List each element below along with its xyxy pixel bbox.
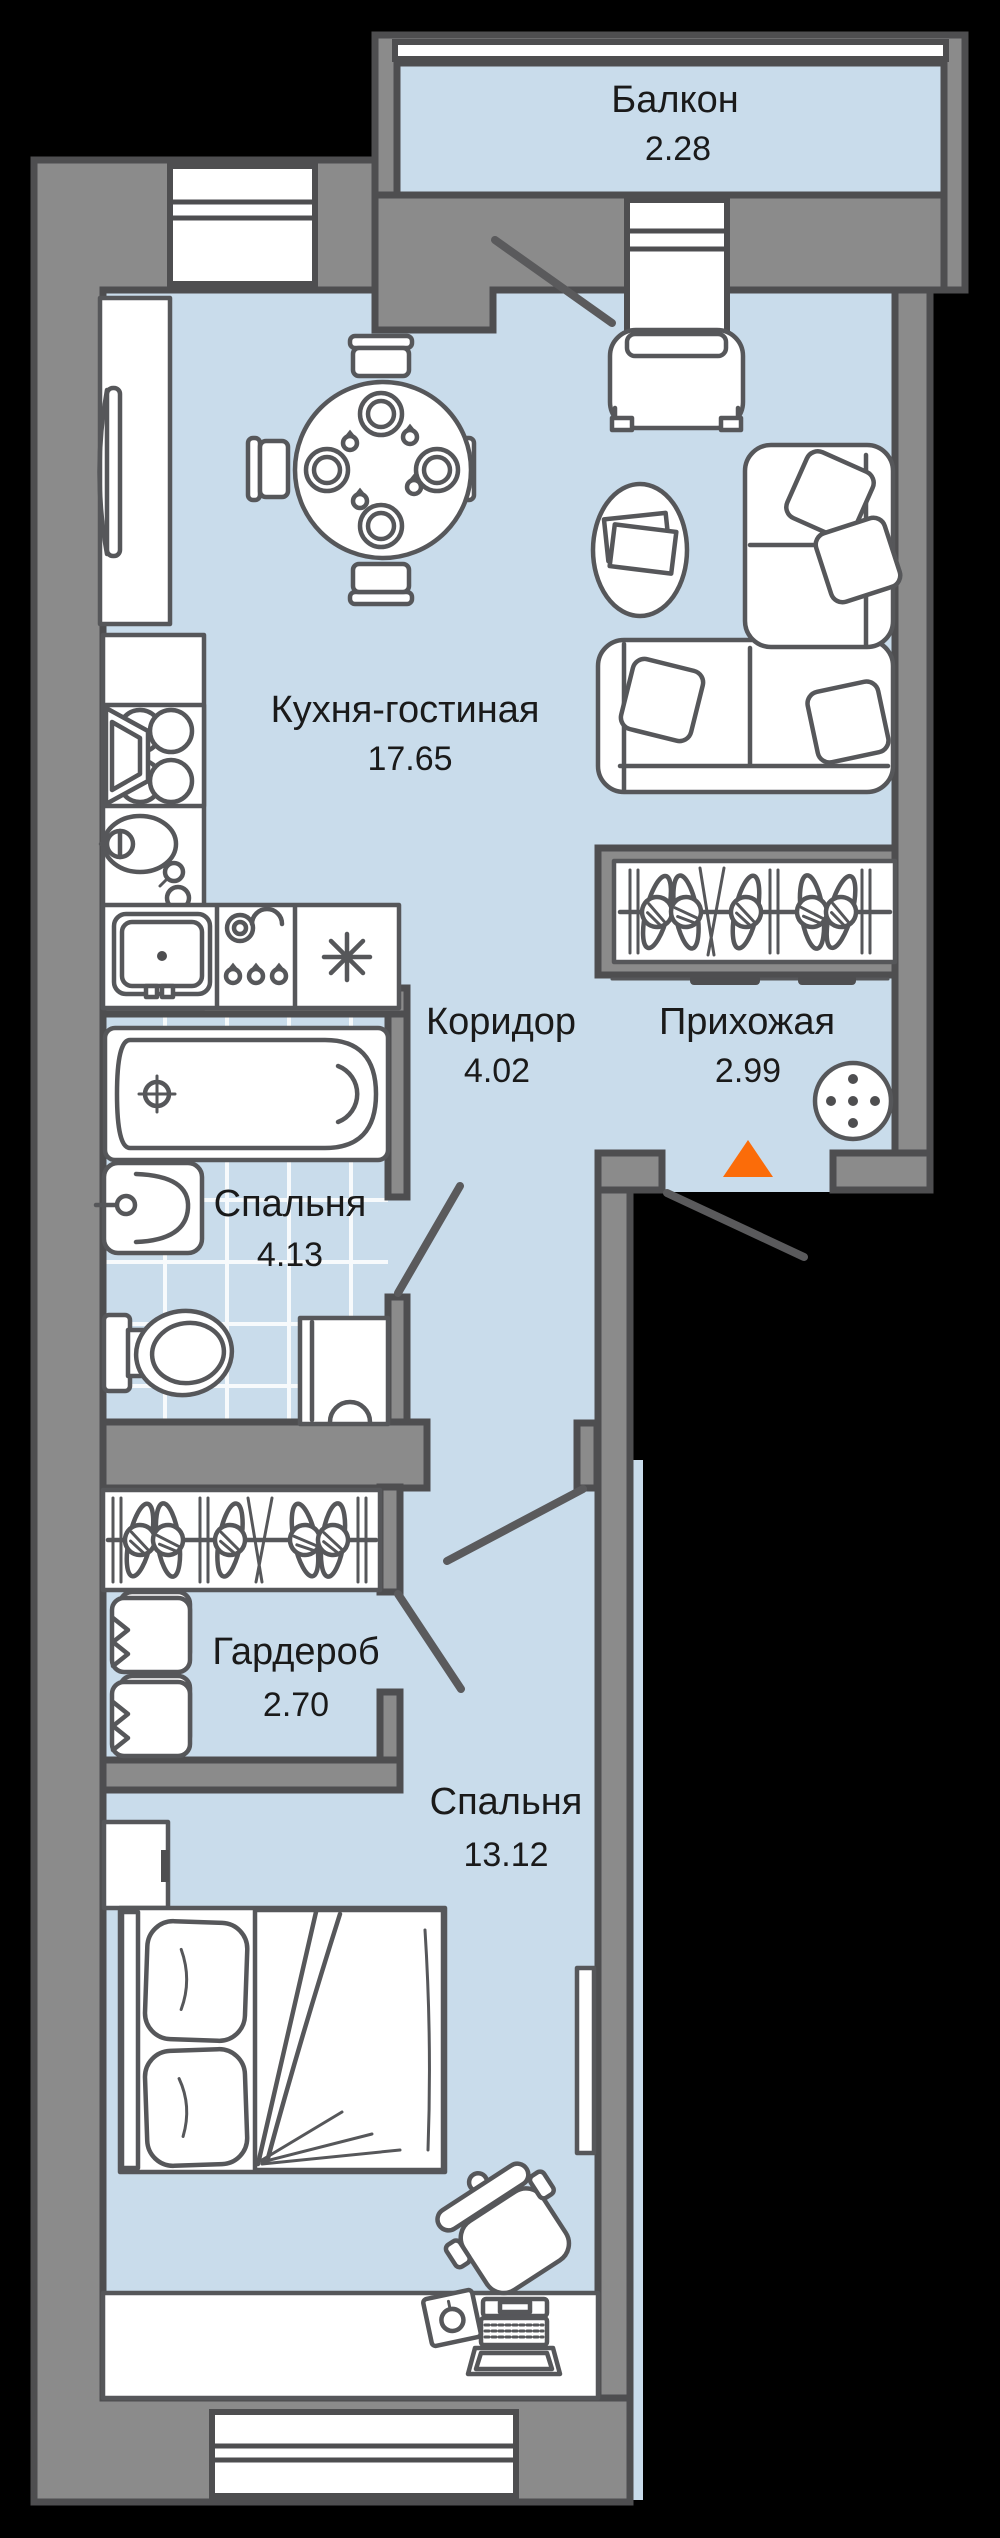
entry-wall-right: [829, 1149, 934, 1194]
openings: [167, 39, 949, 2499]
corner-sofa-icon: [595, 442, 903, 795]
cups-icon: [226, 906, 286, 983]
room-label-kitchen-living: Кухня-гостиная 17.65: [271, 689, 540, 778]
room-label-bedroom: Спальня 13.12: [430, 1781, 583, 1874]
balcony-glazing: [392, 39, 949, 62]
chair-icon: [347, 561, 415, 607]
room-name: Спальня: [214, 1183, 367, 1225]
fridge-icon: [321, 931, 373, 983]
room-label-corridor: Коридор 4.02: [426, 1001, 576, 1090]
room-area: 4.02: [464, 1052, 530, 1090]
dining-table-icon: [292, 379, 474, 561]
pillow-icon: [142, 2046, 250, 2169]
entrance-door-swing: [663, 1189, 808, 1261]
bathroom-door-swing: [394, 1182, 464, 1297]
wardrobe-room-items: [100, 1487, 383, 1759]
room-labels: Балкон 2.28 Кухня-гостиная 17.65 Коридор…: [212, 79, 835, 1874]
pillow-icon: [142, 1918, 250, 2044]
hallway-items: [723, 1060, 894, 1177]
room-label-bathroom: Спальня 4.13: [214, 1183, 367, 1274]
stove-icon: [100, 702, 207, 809]
dining-set: [245, 333, 477, 607]
balcony-door-swing: [491, 236, 616, 327]
bedroom-top-wall: [99, 1756, 404, 1794]
chair-icon: [347, 333, 415, 379]
balcony-door: [624, 197, 730, 342]
wardrobe-wall-b: [376, 1688, 404, 1764]
washing-machine-icon: [297, 1315, 391, 1427]
pillow-icon: [805, 679, 891, 765]
living-furniture: [590, 327, 903, 985]
room-label-balcony: Балкон 2.28: [611, 79, 738, 168]
wardrobe-door-swing: [394, 1590, 465, 1693]
room-label-wardrobe: Гардероб 2.70: [212, 1631, 379, 1724]
room-area: 2.70: [263, 1686, 329, 1724]
right-wall-upper: [891, 286, 934, 1157]
shelf-icon: [109, 1589, 193, 1675]
bedroom-window: [209, 2409, 519, 2499]
nightstand-icon: [101, 1819, 171, 1911]
room-area: 2.28: [645, 130, 711, 168]
room-area: 17.65: [367, 740, 452, 778]
mirror-icon: [574, 1965, 597, 2156]
washbasin-icon: [93, 1160, 205, 1256]
room-name: Гардероб: [212, 1631, 379, 1673]
counter-bottom: [100, 902, 402, 1011]
room-name: Прихожая: [659, 1001, 835, 1043]
room-name: Кухня-гостиная: [271, 689, 540, 731]
bathtub-icon: [102, 1025, 391, 1163]
hall-door-swing: [443, 1485, 587, 1565]
hanger-wardrobe-icon: [594, 844, 899, 985]
hanger-wardrobe-icon: [100, 1487, 383, 1593]
room-area: 13.12: [463, 1836, 548, 1874]
bedroom-furniture: [100, 1819, 601, 2401]
shelf-icon: [109, 1673, 193, 1759]
edge-strip: [632, 1460, 643, 2500]
bath-bottom-wall: [99, 1418, 431, 1492]
pouf-icon: [812, 1060, 894, 1142]
armchair-icon: [607, 327, 746, 433]
door-swings: [394, 236, 808, 1693]
room-name: Балкон: [611, 79, 738, 121]
basin-icon: [111, 911, 213, 1000]
kitchen-window: [167, 163, 318, 287]
balcony-floor: [397, 58, 944, 198]
room-area: 2.99: [715, 1052, 781, 1090]
toilet-icon: [101, 1308, 235, 1398]
entry-wall-left: [594, 1149, 666, 1194]
pillow-icon: [813, 515, 903, 605]
right-wall-lower: [594, 1186, 634, 2402]
wardrobe-wall-a: [376, 1483, 404, 1596]
tall-cabinet-icon: [97, 295, 173, 627]
bed-icon: [117, 1905, 448, 2175]
mousepad-icon: [421, 2287, 483, 2349]
pillow-icon: [784, 449, 876, 541]
room-name: Спальня: [430, 1781, 583, 1823]
room-area: 4.13: [257, 1236, 323, 1274]
blanket: [252, 1907, 446, 2173]
bath-right-wall-b: [384, 1293, 411, 1426]
kitchen-furniture: [97, 295, 477, 1011]
bathroom-fixtures: [93, 1025, 391, 1427]
chair-icon: [245, 435, 291, 503]
bath-right-wall-a: [384, 1010, 411, 1201]
coffee-table-icon: [590, 481, 690, 619]
room-name: Коридор: [426, 1001, 576, 1043]
pillow-icon: [618, 656, 706, 744]
entrance-triangle-icon: [723, 1140, 773, 1177]
hall-door-stub: [573, 1419, 601, 1492]
room-label-hallway: Прихожая 2.99: [659, 1001, 835, 1090]
laptop-icon: [465, 2296, 563, 2377]
desk-chair-icon: [435, 2161, 572, 2296]
hood-icon: [103, 705, 151, 807]
